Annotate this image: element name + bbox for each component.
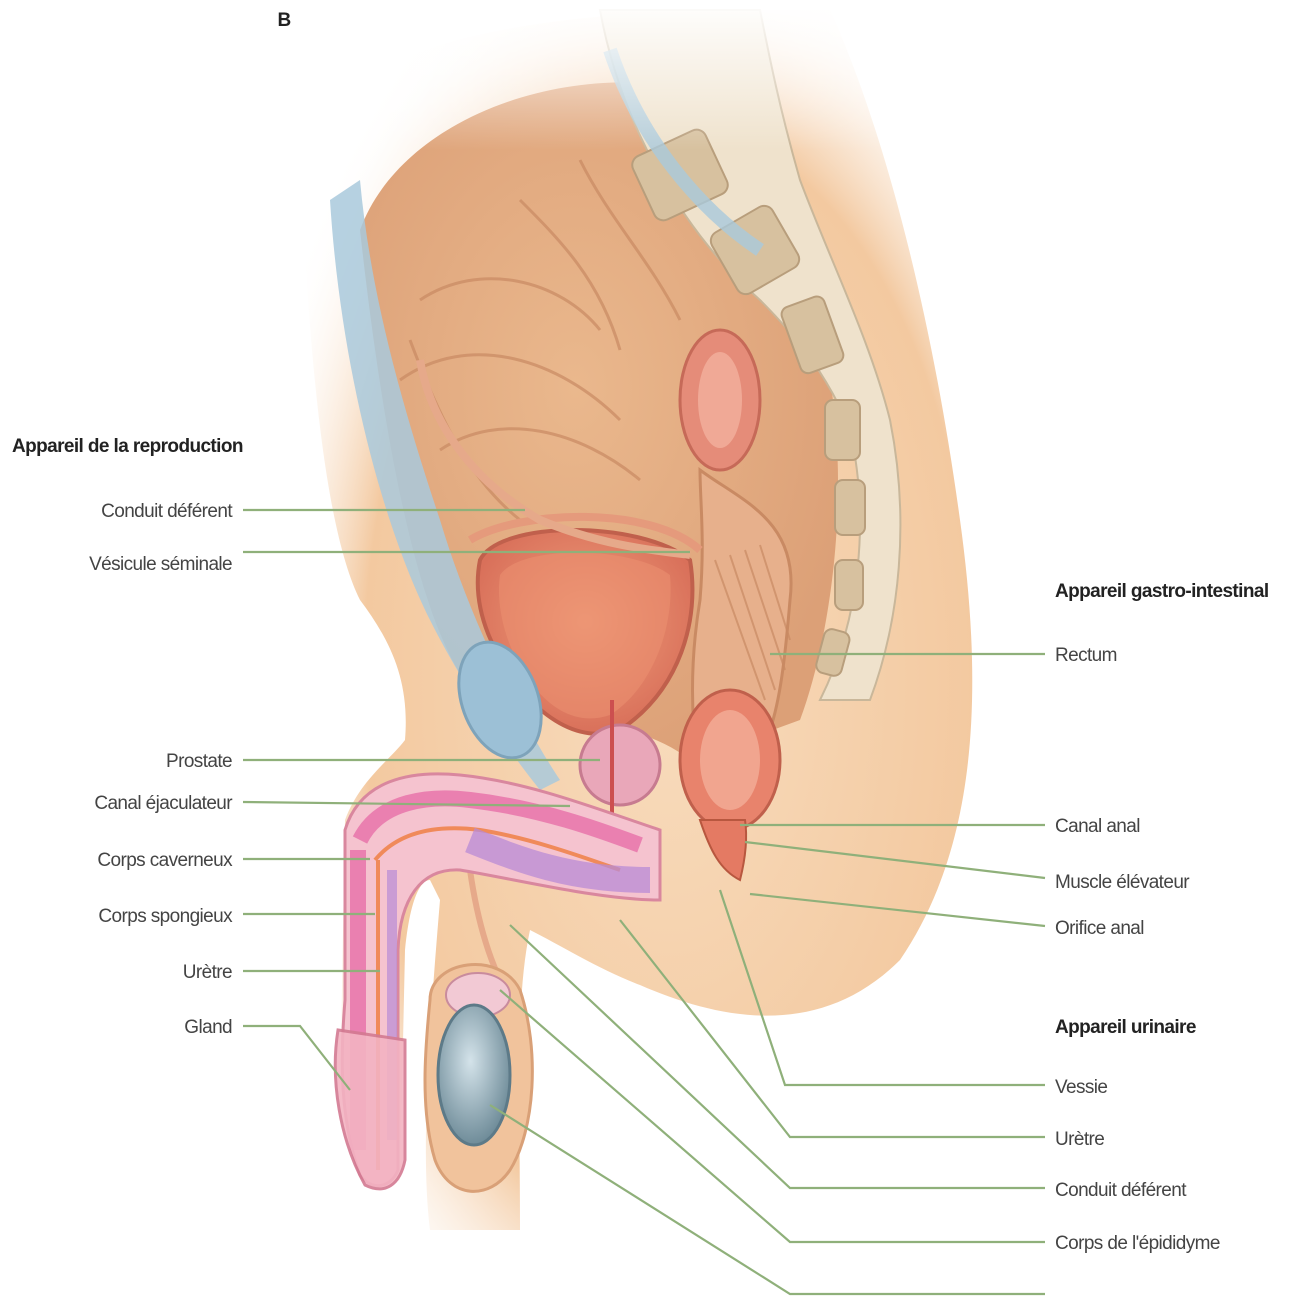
label-prostate: Prostate [166, 751, 232, 772]
label-muscle-elevateur: Muscle élévateur [1055, 872, 1190, 893]
label-canal-ejaculateur: Canal éjaculateur [94, 793, 233, 814]
prostate [580, 725, 660, 805]
label-canal-anal: Canal anal [1055, 816, 1140, 837]
reproduction-header: Appareil de la reproduction [12, 436, 243, 457]
label-uretre-right: Urètre [1055, 1129, 1104, 1150]
label-gland: Gland [184, 1017, 232, 1038]
leader-testis [490, 1105, 1045, 1294]
urinary-header: Appareil urinaire [1055, 1017, 1196, 1038]
label-orifice-anal: Orifice anal [1055, 918, 1144, 939]
testis [438, 1005, 510, 1145]
gastro-header: Appareil gastro-intestinal [1055, 581, 1269, 602]
label-uretre-left: Urètre [183, 962, 232, 983]
scrotum [425, 965, 532, 1192]
anatomy-illustration [280, 0, 972, 1230]
label-rectum: Rectum [1055, 645, 1117, 666]
label-conduit-deferent-right: Conduit déférent [1055, 1180, 1187, 1201]
label-corps-caverneux: Corps caverneux [97, 850, 233, 871]
label-vessie: Vessie [1055, 1077, 1107, 1098]
figure-letter: B [277, 10, 290, 31]
label-conduit-deferent-left: Conduit déférent [101, 501, 233, 522]
label-vesicule-seminale: Vésicule séminale [89, 554, 232, 575]
label-corps-epididyme: Corps de l'épididyme [1055, 1233, 1220, 1254]
label-corps-spongieux: Corps spongieux [98, 906, 233, 927]
